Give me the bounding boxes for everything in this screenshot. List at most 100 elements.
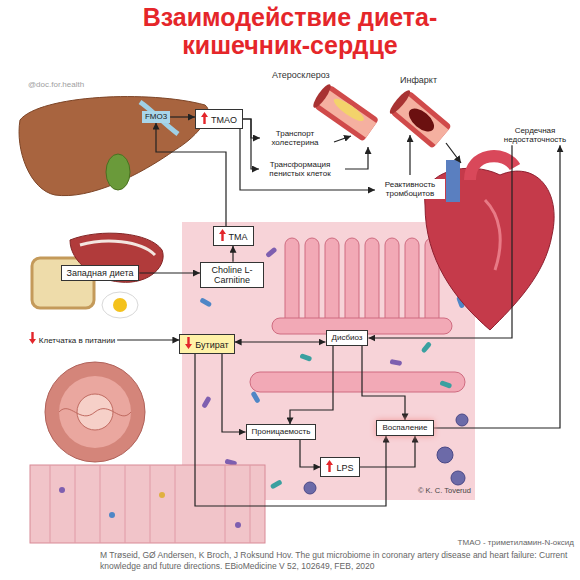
process-box: Проницаемость [246, 424, 317, 439]
connector-arrow [290, 346, 333, 425]
connectors [117, 117, 560, 506]
connector-arrow [232, 246, 233, 262]
node-text: LPS [336, 463, 353, 473]
node-text: Транспорт холестерина [271, 129, 318, 147]
gut-panel [182, 222, 475, 500]
node-text: Западная диета [67, 268, 134, 278]
diet-box: Западная диета [61, 265, 140, 281]
change-arrow [219, 229, 226, 241]
change-arrow [201, 112, 208, 124]
villi [345, 238, 359, 328]
infarct-artery [387, 88, 412, 116]
change-arrow [29, 332, 36, 344]
connector-arrow [222, 354, 246, 432]
effect-label: Трансформация пенистых клеток [259, 159, 341, 179]
node-text: Клетчатка в питании [39, 336, 115, 345]
connector-arrow [434, 145, 560, 428]
title: Взаимодействие диета-кишечник-сердце [90, 4, 490, 59]
change-arrow [185, 337, 192, 349]
node-text: Бутират [195, 340, 228, 350]
villi [305, 238, 319, 328]
copyright-note: © K. C. Toverud [418, 486, 471, 495]
immune-cells [437, 447, 453, 463]
connector-arrow [240, 129, 375, 190]
connector-arrow [300, 440, 320, 467]
node-text: TMAO [211, 115, 237, 125]
section-label: Атеросклероз [272, 70, 330, 80]
nutrient-box: Choline L-Carnitine [200, 262, 264, 289]
bacteria [199, 242, 465, 490]
connector-arrow [170, 116, 195, 117]
bacteria [421, 341, 433, 353]
change-arrow [326, 460, 333, 472]
node-text: TMA [229, 232, 248, 242]
connector-arrow [195, 354, 386, 506]
connector-arrow [117, 339, 179, 340]
western-food [113, 298, 127, 312]
infarct-artery [405, 104, 438, 136]
leader-arrows [446, 143, 461, 163]
node-text: FMO3 [145, 112, 167, 121]
immune-cells [304, 482, 316, 494]
bacteria [439, 380, 452, 389]
enzyme-label: FMO3 [142, 111, 170, 122]
node-text: Воспаление [382, 423, 427, 432]
intestine-tissue [30, 465, 265, 543]
intestine-tissue [235, 522, 241, 528]
connector-arrow [362, 346, 405, 421]
heart [470, 156, 515, 180]
connector-arrow [360, 436, 416, 467]
intestine-tissue [109, 512, 115, 518]
connector-arrow [235, 341, 326, 342]
bacteria [265, 247, 277, 259]
connector-arrow [156, 123, 226, 227]
atherosclerosis-artery [311, 82, 334, 110]
infarct-artery [387, 88, 451, 149]
change-arrow [185, 337, 192, 349]
metabolite-box: TMAO [195, 109, 243, 128]
intestine-section [59, 376, 131, 448]
villi [325, 238, 339, 328]
villi [405, 238, 419, 328]
villi [285, 238, 299, 328]
outcome-label: Сердечная недостаточность [497, 125, 573, 145]
watermark: @doc.for.health [28, 80, 84, 89]
connector-arrow [139, 272, 200, 273]
intestine-section [45, 362, 145, 462]
node-text: Choline L-Carnitine [211, 265, 252, 285]
bacteria [199, 297, 212, 307]
metabolite-box: Бутират [179, 334, 234, 353]
diet-label: Клетчатка в питании [27, 331, 117, 346]
node-text: Сердечная недостаточность [504, 126, 566, 144]
leader-arrows [334, 136, 351, 142]
node-text: Трансформация пенистых клеток [269, 160, 330, 178]
node-text: Реактивность тромбоцитов [385, 180, 436, 198]
intestine-section [59, 409, 131, 416]
atherosclerosis-artery [331, 96, 366, 125]
villi [385, 238, 399, 328]
metabolite-box: TMA [213, 226, 254, 245]
connector-arrow [243, 119, 259, 169]
immune-cells [456, 414, 468, 426]
western-food [80, 241, 155, 255]
liver [19, 97, 208, 196]
node-text: Проницаемость [252, 427, 311, 436]
leader-arrows [409, 135, 410, 175]
bacteria [250, 391, 260, 404]
intestine-tissue [59, 487, 65, 493]
leader-arrows [334, 135, 461, 175]
effect-label: Реактивность тромбоцитов [375, 179, 445, 199]
villi [250, 238, 465, 392]
process-box: Дисбиоз [326, 330, 369, 345]
gut-panel [182, 222, 475, 500]
effect-label: Транспорт холестерина [260, 128, 330, 148]
western-food [102, 292, 138, 318]
liver [19, 97, 208, 196]
heart [446, 160, 460, 202]
metabolite-box: LPS [320, 457, 359, 476]
bacteria [299, 353, 312, 362]
villi [365, 238, 379, 328]
change-arrow [219, 229, 226, 241]
